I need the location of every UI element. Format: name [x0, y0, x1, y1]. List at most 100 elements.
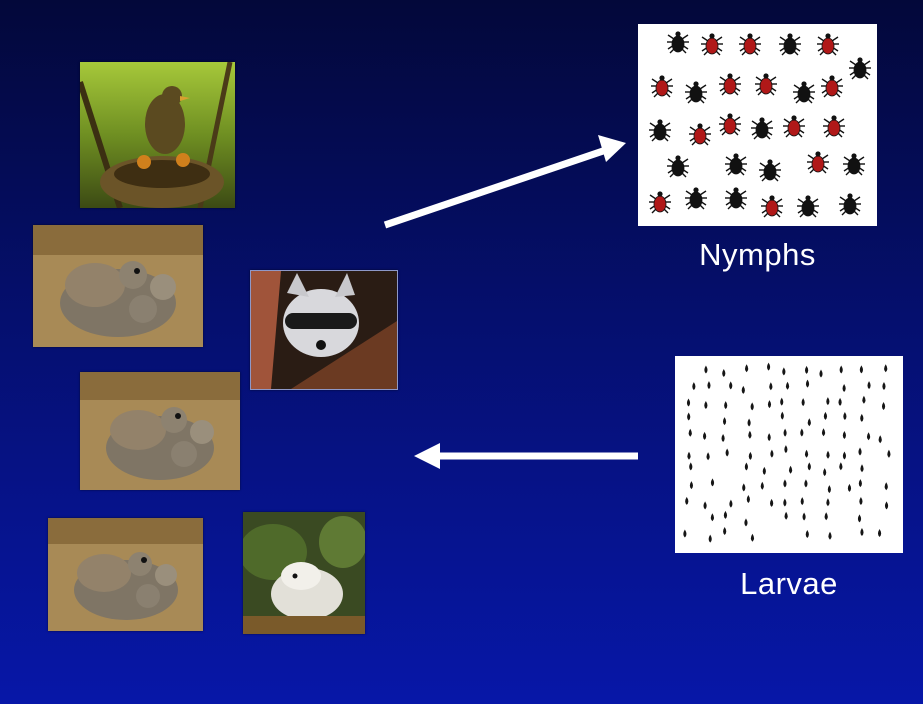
larva-tick-icon	[723, 527, 726, 535]
larva-tick-icon	[768, 400, 771, 408]
larva-tick-icon	[692, 382, 695, 390]
tick-icon	[839, 193, 861, 215]
tick-icon	[779, 33, 801, 55]
larva-tick-icon	[748, 418, 751, 426]
larva-tick-icon	[858, 514, 861, 522]
larva-tick-icon	[826, 498, 829, 506]
larva-tick-icon	[843, 452, 846, 460]
tick-icon	[761, 195, 783, 217]
larva-tick-icon	[704, 401, 707, 409]
larva-tick-icon	[862, 396, 865, 404]
larva-tick-icon	[848, 484, 851, 492]
tick-icon	[719, 73, 741, 95]
larva-tick-icon	[828, 532, 831, 540]
tick-icon	[823, 115, 845, 137]
nymph-ticks-illustration	[638, 24, 877, 226]
larva-tick-icon	[780, 398, 783, 406]
larva-tick-icon	[689, 429, 692, 437]
arrow-to-nymphs	[385, 135, 626, 225]
larva-tick-icon	[819, 370, 822, 378]
larva-tick-icon	[808, 462, 811, 470]
larva-tick-icon	[843, 384, 846, 392]
larva-tick-icon	[763, 467, 766, 475]
larva-ticks-illustration	[675, 356, 903, 553]
larva-tick-icon	[887, 450, 890, 458]
tick-icon	[651, 75, 673, 97]
larva-tick-icon	[747, 495, 750, 503]
larva-tick-icon	[711, 478, 714, 486]
larva-tick-icon	[884, 364, 887, 372]
larva-tick-icon	[826, 451, 829, 459]
larva-tick-icon	[784, 445, 787, 453]
tick-icon	[649, 119, 671, 141]
larva-tick-icon	[711, 513, 714, 521]
larva-tick-icon	[781, 412, 784, 420]
tick-icon	[755, 73, 777, 95]
larva-tick-icon	[786, 382, 789, 390]
tick-icon	[739, 33, 761, 55]
larva-tick-icon	[801, 497, 804, 505]
larva-tick-icon	[687, 399, 690, 407]
tick-icon	[783, 115, 805, 137]
larva-tick-icon	[843, 431, 846, 439]
tick-icon	[685, 187, 707, 209]
larva-tick-icon	[709, 535, 712, 543]
larva-tick-icon	[860, 365, 863, 373]
tick-icon	[649, 191, 671, 213]
larva-tick-icon	[744, 518, 747, 526]
larva-tick-icon	[860, 528, 863, 536]
larva-tick-icon	[805, 450, 808, 458]
larva-tick-icon	[767, 363, 770, 371]
larva-tick-icon	[804, 479, 807, 487]
larva-tick-icon	[783, 498, 786, 506]
larva-tick-icon	[823, 468, 826, 476]
larva-tick-icon	[729, 500, 732, 508]
larva-tick-icon	[828, 485, 831, 493]
tick-icon	[667, 155, 689, 177]
larva-tick-icon	[729, 381, 732, 389]
larvae-ticks-panel	[675, 356, 903, 553]
larva-tick-icon	[770, 499, 773, 507]
larva-tick-icon	[726, 448, 729, 456]
tick-icon	[701, 33, 723, 55]
larva-tick-icon	[683, 529, 686, 537]
tick-icon	[751, 117, 773, 139]
tick-icon	[725, 187, 747, 209]
larva-tick-icon	[840, 366, 843, 374]
larva-tick-icon	[751, 534, 754, 542]
larva-tick-icon	[806, 380, 809, 388]
larva-tick-icon	[859, 497, 862, 505]
larva-tick-icon	[808, 418, 811, 426]
larva-tick-icon	[724, 511, 727, 519]
larva-tick-icon	[800, 429, 803, 437]
larva-tick-icon	[745, 364, 748, 372]
tick-icon	[843, 153, 865, 175]
larva-tick-icon	[825, 512, 828, 520]
larva-tick-icon	[748, 431, 751, 439]
larva-tick-icon	[703, 501, 706, 509]
larva-tick-icon	[882, 402, 885, 410]
tick-icon	[817, 33, 839, 55]
tick-icon	[667, 31, 689, 53]
larva-tick-icon	[802, 398, 805, 406]
tick-icon	[807, 151, 829, 173]
larva-tick-icon	[685, 497, 688, 505]
larva-tick-icon	[783, 429, 786, 437]
tick-icon	[685, 81, 707, 103]
larva-tick-icon	[704, 366, 707, 374]
larva-tick-icon	[742, 386, 745, 394]
tick-icon	[689, 123, 711, 145]
larva-tick-icon	[723, 417, 726, 425]
tick-icon	[725, 153, 747, 175]
larva-tick-icon	[843, 412, 846, 420]
larva-tick-icon	[751, 402, 754, 410]
larva-tick-icon	[706, 452, 709, 460]
larva-tick-icon	[789, 466, 792, 474]
larva-tick-icon	[749, 452, 752, 460]
larva-tick-icon	[826, 397, 829, 405]
larva-tick-icon	[687, 413, 690, 421]
larva-tick-icon	[859, 479, 862, 487]
larva-tick-icon	[878, 529, 881, 537]
larva-tick-icon	[806, 530, 809, 538]
larva-tick-icon	[867, 381, 870, 389]
